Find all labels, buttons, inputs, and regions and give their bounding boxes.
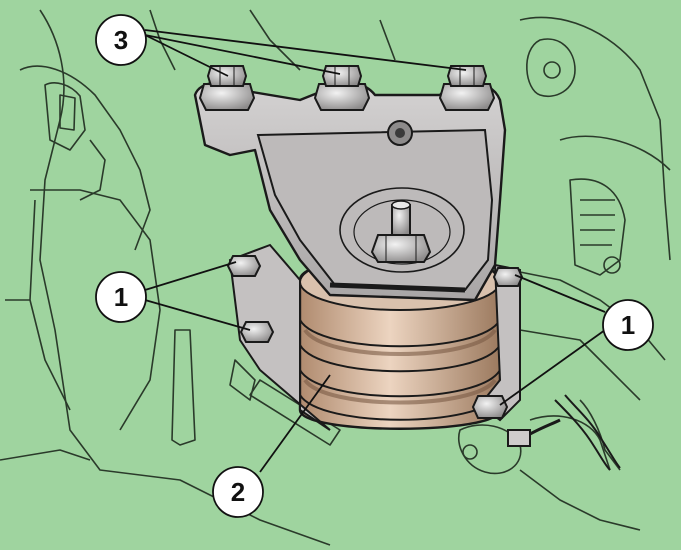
callout-engine-mount: 2 [212, 466, 264, 518]
flange-bolt-upper-left [226, 255, 262, 277]
leader-lines [144, 29, 606, 473]
callout-label-1-left: 1 [114, 282, 128, 312]
flange-bolt-lower-right [471, 395, 509, 419]
top-bolt-right [438, 65, 496, 111]
flange-bolt-upper-right [492, 267, 524, 287]
callout-label-1-right: 1 [621, 310, 635, 340]
callout-label-2: 2 [231, 477, 245, 507]
top-bolt-left [198, 65, 256, 111]
callout-flange-bolts-right: 1 [602, 299, 654, 351]
flange-bolt-lower-left [239, 321, 275, 343]
top-bolt-middle [313, 65, 371, 111]
callout-mounting-bolts: 3 [95, 14, 147, 66]
wiring-harness [507, 394, 621, 471]
mount-flange [228, 243, 521, 431]
callout-flange-bolts-left: 1 [95, 271, 147, 323]
callout-label-3: 3 [114, 25, 128, 55]
center-stud-nut [370, 200, 432, 263]
